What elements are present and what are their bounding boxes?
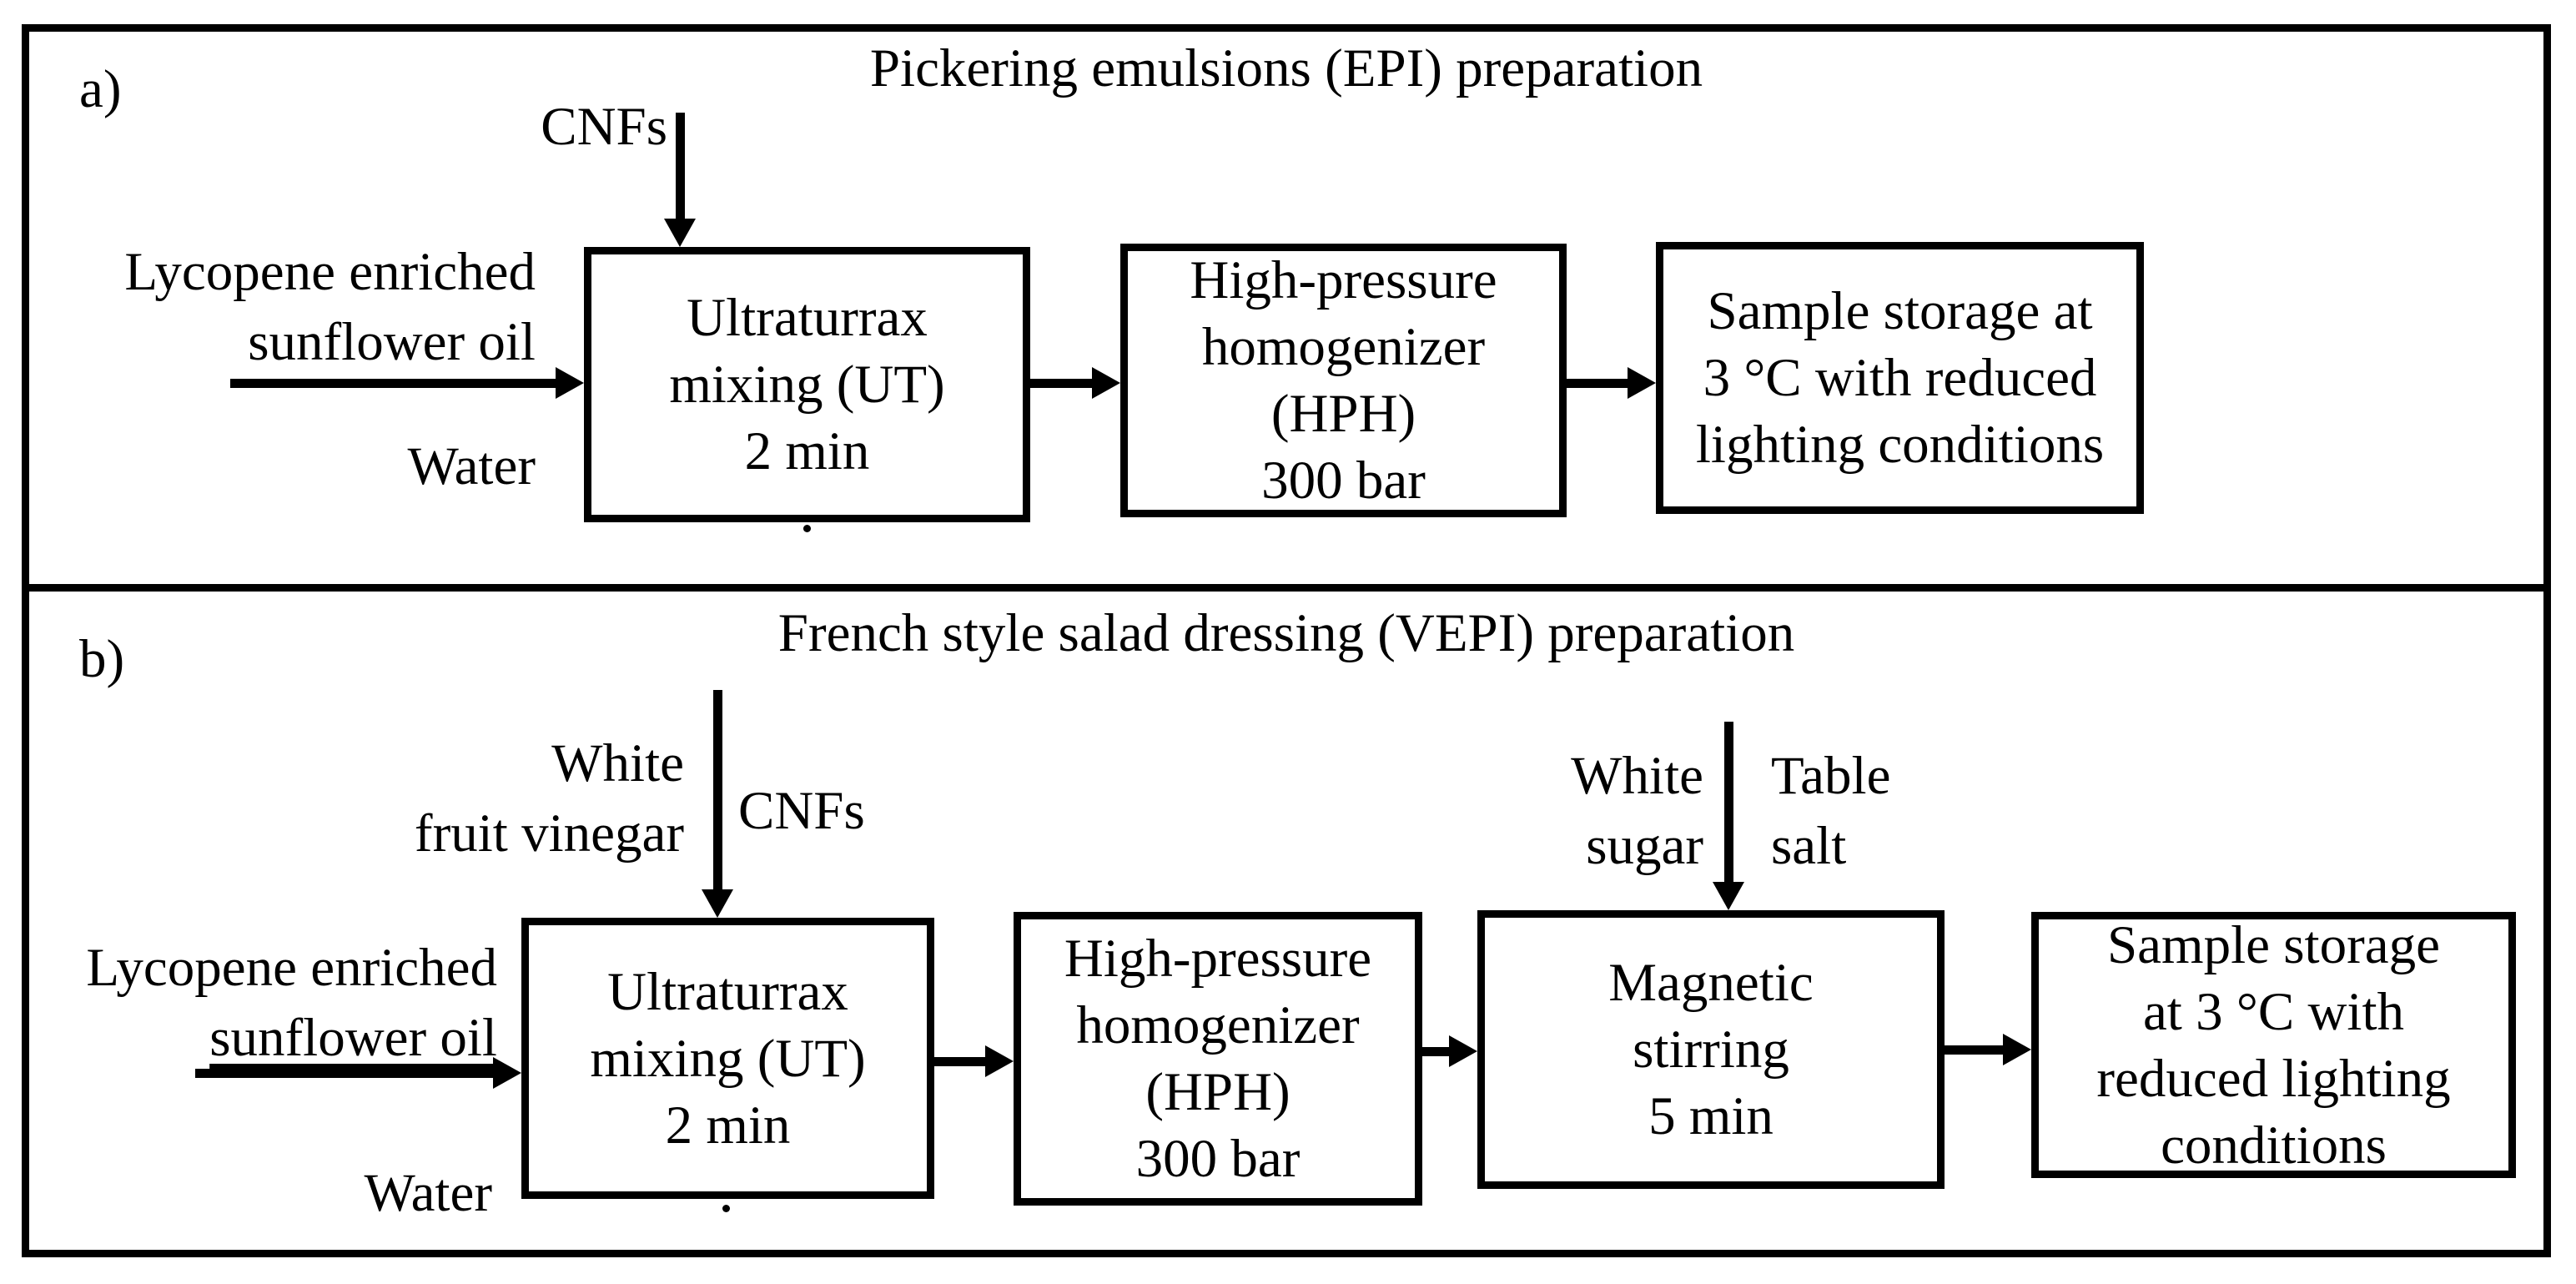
panel-a-title: Pickering emulsions (EPI) preparation	[869, 38, 1703, 98]
label-table-salt: Table salt	[1771, 741, 2021, 881]
box-line: High-pressure	[1064, 929, 1372, 989]
label-cnfs: CNFs	[738, 776, 989, 846]
box-line: homogenizer	[1201, 317, 1486, 377]
label-lycopene-sunflower-oil: Lycopene enriched sunflower oil	[70, 933, 497, 1073]
arrow-hph-to-storage	[1567, 379, 1631, 388]
box-line: Sample storage at	[1707, 281, 2093, 341]
arrow-head-hph-to-magnetic-stirring	[1449, 1035, 1477, 1067]
arrow-vinegar-cnfs-into-ultraturrax	[713, 690, 722, 893]
label-lycopene-sunflower-oil: Lycopene enriched sunflower oil	[108, 237, 536, 377]
box-line: 2 min	[744, 421, 870, 481]
label-line: CNFs	[738, 781, 865, 841]
box-line: mixing (UT)	[669, 355, 945, 415]
box-line: Ultraturrax	[607, 961, 848, 1022]
label-white-sugar: White sugar	[1453, 741, 1703, 881]
box-line: 300 bar	[1261, 451, 1426, 511]
box-line: stirring	[1633, 1020, 1789, 1080]
box-line: Sample storage	[2107, 914, 2440, 975]
box-line: homogenizer	[1076, 995, 1360, 1055]
label-line: CNFs	[541, 97, 667, 157]
arrow-head-cnfs-into-ultraturrax	[664, 219, 696, 247]
box-line: 2 min	[665, 1095, 791, 1156]
label-water: Water	[108, 431, 536, 501]
label-line: Water	[407, 436, 536, 496]
label-line: sugar	[1586, 816, 1703, 876]
box-high-pressure-homogenizer: High-pressure homogenizer (HPH) 300 bar	[1120, 244, 1567, 517]
arrow-head-oil-water-into-ultraturrax	[556, 367, 584, 399]
box-line: 5 min	[1648, 1086, 1774, 1146]
arrow-oil-water-into-ultraturrax	[195, 1069, 496, 1078]
box-line: High-pressure	[1190, 250, 1497, 310]
label-line: Table	[1771, 746, 1891, 806]
box-line: (HPH)	[1270, 384, 1416, 444]
label-water: Water	[65, 1158, 492, 1228]
arrow-sugar-salt-into-magnetic-stirring	[1724, 722, 1733, 885]
arrow-cnfs-into-ultraturrax	[676, 113, 685, 222]
dot-artifact	[803, 525, 811, 532]
arrow-head-vinegar-cnfs-into-ultraturrax	[702, 889, 733, 918]
box-line: conditions	[2161, 1115, 2387, 1176]
label-line: Lycopene enriched	[86, 938, 497, 998]
label-line: White	[551, 733, 684, 793]
box-line: reduced lighting	[2096, 1048, 2451, 1109]
label-line: sunflower oil	[209, 1008, 497, 1068]
label-line: White	[1571, 746, 1703, 806]
label-line: salt	[1771, 816, 1847, 876]
arrow-ultraturrax-to-hph	[1030, 379, 1095, 388]
box-line: (HPH)	[1145, 1062, 1291, 1122]
panel-b-frame	[22, 584, 2551, 1257]
label-line: Lycopene enriched	[124, 242, 536, 302]
box-line: mixing (UT)	[590, 1028, 866, 1089]
box-line: at 3 °C with	[2142, 981, 2405, 1042]
label-cnfs: CNFs	[467, 92, 667, 162]
panel-b-title: French style salad dressing (VEPI) prepa…	[777, 603, 1795, 663]
arrow-ultraturrax-to-hph	[934, 1057, 989, 1066]
arrow-head-magnetic-stirring-to-storage	[2003, 1034, 2031, 1065]
box-line: 3 °C with reduced	[1703, 348, 2097, 408]
label-white-fruit-vinegar: White fruit vinegar	[317, 728, 684, 869]
arrow-head-ultraturrax-to-hph	[985, 1045, 1014, 1077]
arrow-head-ultraturrax-to-hph	[1092, 367, 1120, 399]
box-sample-storage: Sample storage at 3 °C with reduced lighti…	[1656, 242, 2144, 514]
arrow-magnetic-stirring-to-storage	[1945, 1045, 2006, 1055]
arrow-oil-water-into-ultraturrax	[230, 379, 559, 388]
box-line: Magnetic	[1608, 953, 1814, 1013]
arrow-head-hph-to-storage	[1628, 367, 1656, 399]
panel-b-corner-label: b)	[79, 629, 125, 689]
label-line: Water	[364, 1163, 492, 1223]
box-line: 300 bar	[1135, 1129, 1301, 1189]
label-line: sunflower oil	[248, 312, 536, 372]
box-line: lighting conditions	[1695, 415, 2105, 475]
arrow-head-oil-water-into-ultraturrax	[493, 1057, 521, 1089]
dot-artifact	[722, 1205, 730, 1212]
arrow-head-sugar-salt-into-magnetic-stirring	[1713, 882, 1744, 910]
box-line: Ultraturrax	[687, 288, 928, 348]
label-line: fruit vinegar	[414, 803, 684, 864]
panel-a-corner-label: a)	[79, 59, 122, 119]
arrow-hph-to-magnetic-stirring	[1422, 1047, 1452, 1056]
box-ultraturrax-mixing: Ultraturrax mixing (UT)2 min	[584, 247, 1030, 522]
